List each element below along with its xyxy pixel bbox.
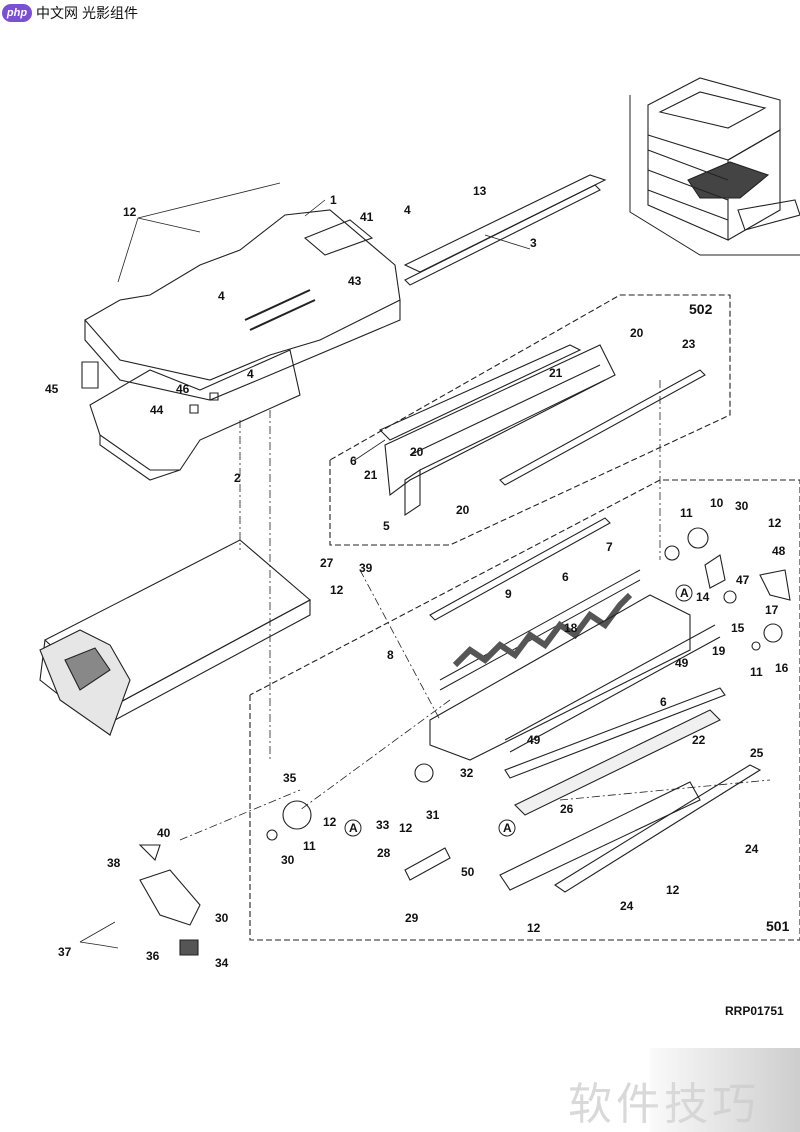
callout-49: 49 [675,656,689,670]
drive-parts [138,763,451,956]
document-number: RRP01751 [725,1004,784,1018]
callout-11: 11 [303,839,316,853]
callout-21: 21 [364,468,378,482]
callout-33: 33 [376,818,390,832]
callout-38: 38 [107,856,121,870]
callout-12: 12 [666,883,680,897]
callout-15: 15 [731,621,745,635]
callout-12: 12 [323,815,337,829]
callout-24: 24 [620,899,634,913]
overlay-title: 光影组件 [82,5,138,21]
callout-28: 28 [377,846,391,860]
top-cover-assembly [81,209,401,481]
callout-25: 25 [750,746,764,760]
callout-20: 20 [410,445,424,459]
callout-11: 11 [750,665,763,679]
callout-12: 12 [768,516,782,530]
callout-3: 3 [530,236,537,250]
callout-8: 8 [387,648,394,662]
developer-cartridge [39,539,311,737]
callout-34: 34 [215,956,229,970]
callout-27: 27 [320,556,334,570]
site-title[interactable]: 中文网 [36,5,78,21]
site-header: php 中文网 光影组件 [0,0,138,26]
assembly-502-boundary [329,294,731,546]
callout-12: 12 [123,205,137,219]
gear-train [664,527,791,651]
callout-11: 11 [680,506,693,520]
callout-4: 4 [218,289,225,303]
callout-45: 45 [45,382,59,396]
rail-13 [403,174,607,273]
callout-A: A [349,821,358,835]
reference-circles [344,584,693,837]
callout-12: 12 [330,583,344,597]
assembly-label-502: 502 [689,301,713,317]
callout-6: 6 [562,570,569,584]
callout-A: A [680,586,689,600]
callout-19: 19 [712,644,726,658]
callout-22: 22 [692,733,706,747]
callout-leaders [79,182,531,949]
callout-24: 24 [745,842,759,856]
callout-5: 5 [383,519,390,533]
callout-12: 12 [399,821,413,835]
rail-3 [404,184,601,286]
callout-labels: 1 2 3 4 4 4 5 6 6 6 7 8 9 10 11 11 11 12… [45,184,790,970]
roller-set [429,517,762,893]
callout-30: 30 [281,853,295,867]
callout-4: 4 [404,203,411,217]
callout-1: 1 [330,193,337,207]
callout-36: 36 [146,949,160,963]
copier-inset [629,77,800,256]
callout-41: 41 [360,210,374,224]
callout-29: 29 [405,911,419,925]
watermark-overlay [650,1048,800,1132]
assembly-label-501: 501 [766,918,790,934]
callout-23: 23 [682,337,696,351]
callout-14: 14 [696,590,710,604]
callout-7: 7 [606,540,613,554]
php-logo[interactable]: php [2,4,32,22]
leader-lines [179,380,771,841]
callout-A: A [503,821,512,835]
callout-44: 44 [150,403,164,417]
callout-26: 26 [560,802,574,816]
callout-18: 18 [564,621,578,635]
callout-13: 13 [473,184,487,198]
lamp-unit-502 [379,344,706,517]
callout-43: 43 [348,274,362,288]
callout-31: 31 [426,808,440,822]
callout-6: 6 [660,695,667,709]
callout-16: 16 [775,661,789,675]
callout-49: 49 [527,733,541,747]
callout-35: 35 [283,771,297,785]
callout-20: 20 [456,503,470,517]
callout-10: 10 [710,496,724,510]
callout-21: 21 [549,366,563,380]
callout-48: 48 [772,544,786,558]
callout-6: 6 [350,454,357,468]
callout-2: 2 [234,471,241,485]
callout-37: 37 [58,945,72,959]
callout-30: 30 [735,499,749,513]
callout-17: 17 [765,603,779,617]
callout-39: 39 [359,561,373,575]
callout-32: 32 [460,766,474,780]
assembly-501-boundary [249,479,800,941]
callout-12: 12 [527,921,541,935]
callout-30: 30 [215,911,229,925]
callout-20: 20 [630,326,644,340]
callout-47: 47 [736,573,750,587]
callout-4: 4 [247,367,254,381]
callout-9: 9 [505,587,512,601]
callout-46: 46 [176,382,190,396]
callout-40: 40 [157,826,171,840]
callout-50: 50 [461,865,475,879]
